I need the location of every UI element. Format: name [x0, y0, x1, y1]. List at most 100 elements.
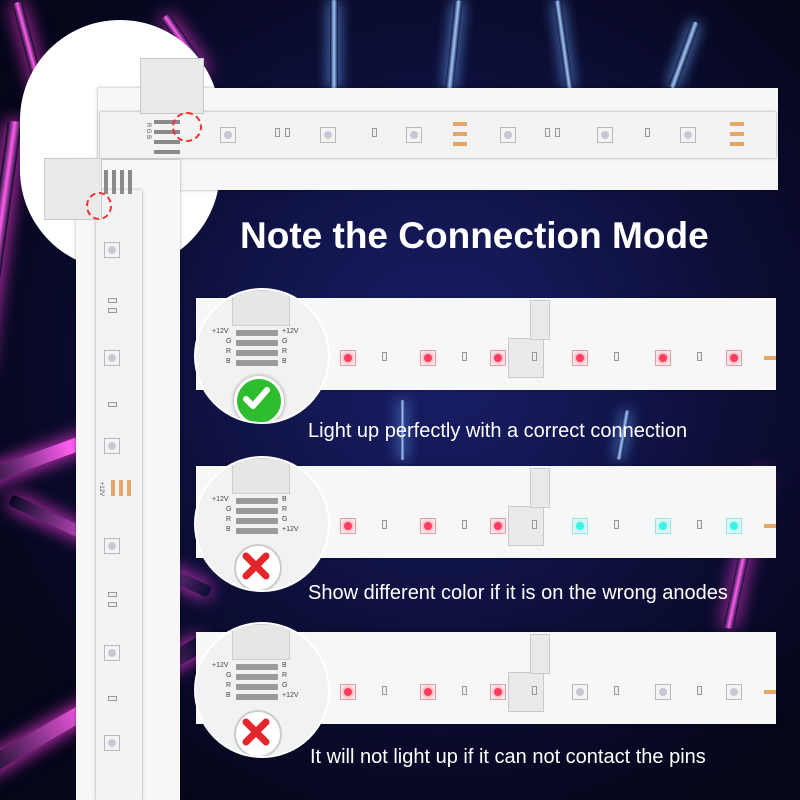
led-chip — [490, 518, 506, 534]
solder-pad — [730, 122, 744, 126]
connector-pin — [154, 140, 180, 144]
led-chip — [726, 350, 742, 366]
panel-caption: Light up perfectly with a correct connec… — [308, 420, 688, 442]
pin-label: B — [282, 496, 287, 503]
connector-pin — [236, 340, 278, 346]
pin-label: B — [226, 692, 231, 699]
led-chip — [104, 350, 120, 366]
led-chip — [420, 350, 436, 366]
pin-label: R — [282, 506, 288, 513]
pin-label: +12V — [212, 662, 229, 669]
resistor — [462, 686, 467, 695]
connector-pin — [236, 350, 278, 356]
solder-pad — [111, 480, 115, 496]
led-chip — [490, 350, 506, 366]
led-chip — [406, 127, 422, 143]
cross-icon — [234, 544, 282, 590]
led-chip — [104, 735, 120, 751]
resistor — [697, 352, 702, 361]
resistor — [545, 128, 550, 137]
led-chip — [500, 127, 516, 143]
resistor — [108, 308, 117, 313]
led-chip — [572, 518, 588, 534]
led-chip — [420, 684, 436, 700]
connector-pin — [236, 694, 278, 700]
top-led-strip-inner — [100, 112, 776, 158]
neon-beam — [553, 0, 574, 91]
resistor — [108, 402, 117, 407]
resistor — [614, 352, 619, 361]
resistor — [555, 128, 560, 137]
neon-beam — [0, 120, 23, 380]
solder-pad — [453, 142, 467, 146]
solder-pad — [764, 524, 776, 528]
pad-label: +12V — [98, 481, 105, 497]
connector-cap — [530, 300, 550, 340]
connector-pin — [104, 170, 108, 194]
led-chip — [572, 684, 588, 700]
pin-label: +12V — [282, 526, 299, 533]
connector-pin — [236, 330, 278, 336]
led-chip — [597, 127, 613, 143]
connector-pin — [236, 664, 278, 670]
solder-pad — [119, 480, 123, 496]
connector-zoom-circle: +12V G R B B R G +12V — [194, 622, 330, 758]
pin-label: R — [282, 348, 288, 355]
strip-connector — [508, 506, 544, 546]
led-chip — [340, 518, 356, 534]
led-chip — [104, 438, 120, 454]
connector-pin — [236, 498, 278, 504]
pin-label: R — [282, 672, 288, 679]
pin-label: B — [226, 526, 231, 533]
resistor — [285, 128, 290, 137]
resistor — [108, 298, 117, 303]
solder-pad — [127, 480, 131, 496]
connector-pin — [112, 170, 116, 194]
highlight-circle — [86, 192, 112, 220]
page-title: Note the Connection Mode — [240, 215, 709, 256]
resistor — [108, 602, 117, 607]
solder-pad — [730, 142, 744, 146]
check-icon — [234, 376, 284, 422]
resistor — [462, 352, 467, 361]
resistor — [614, 686, 619, 695]
corner-connector-top — [140, 58, 204, 114]
connector-pin — [236, 360, 278, 366]
connector-zoom-circle: +12V G R B B R G +12V — [194, 456, 330, 592]
connector-pin — [154, 120, 180, 124]
strip-connector — [508, 338, 544, 378]
led-chip — [490, 684, 506, 700]
connector-pin — [154, 150, 180, 154]
pin-label: B — [282, 358, 287, 365]
pin-label: G — [226, 338, 232, 345]
led-chip — [726, 684, 742, 700]
resistor — [382, 352, 387, 361]
led-chip — [572, 350, 588, 366]
pin-label: G — [282, 338, 288, 345]
resistor — [382, 520, 387, 529]
led-chip — [320, 127, 336, 143]
led-chip — [340, 350, 356, 366]
led-chip — [726, 518, 742, 534]
led-chip — [340, 684, 356, 700]
led-chip — [655, 518, 671, 534]
connector-pin — [236, 684, 278, 690]
pin-label: B — [226, 358, 231, 365]
led-chip — [680, 127, 696, 143]
connector-pin — [236, 518, 278, 524]
connector-housing — [232, 624, 290, 660]
connector-pin — [154, 130, 180, 134]
led-chip — [104, 645, 120, 661]
pin-label: G — [226, 672, 232, 679]
connector-housing — [232, 458, 290, 494]
solder-pad — [730, 132, 744, 136]
led-chip — [104, 242, 120, 258]
connector-cap — [530, 468, 550, 508]
connector-zoom-circle: +12V G R B +12V G R B — [194, 288, 330, 424]
pin-label: R — [226, 348, 232, 355]
highlight-circle — [172, 112, 202, 142]
pin-label: R — [226, 682, 232, 689]
solder-pad — [453, 132, 467, 136]
connector-pin — [236, 508, 278, 514]
